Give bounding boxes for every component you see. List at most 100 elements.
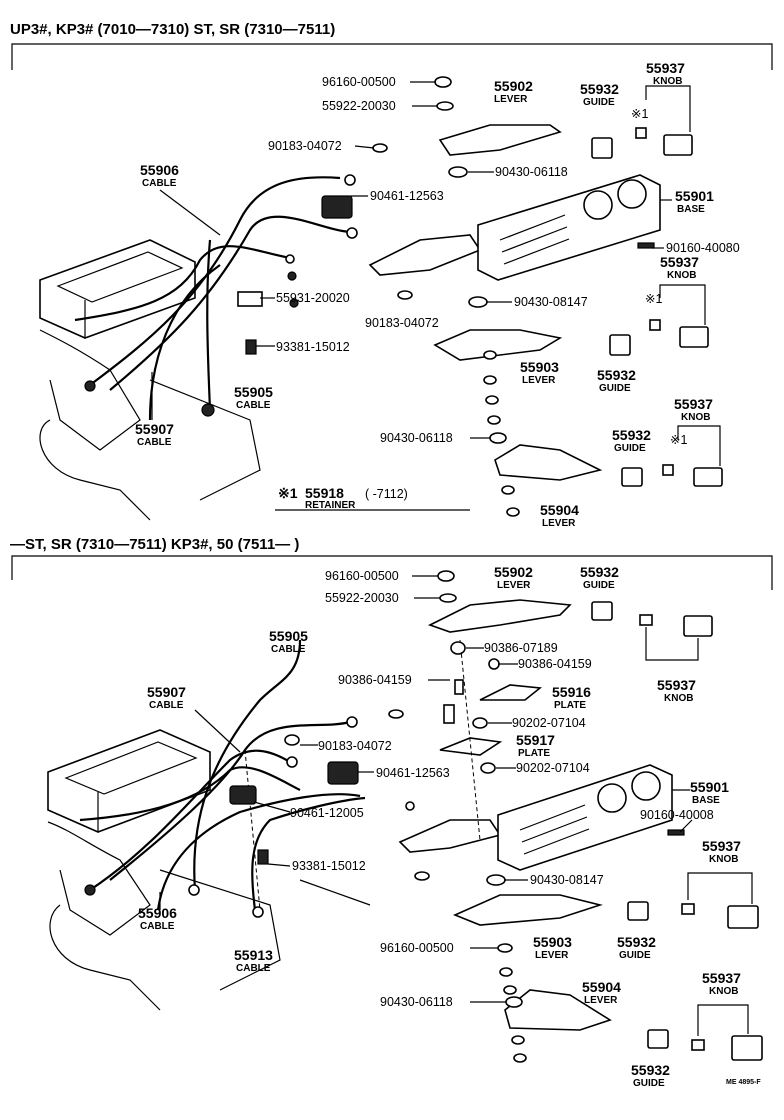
label-55937-sub: KNOB (667, 270, 696, 281)
label-55937: 55937 (657, 677, 696, 693)
label-55932: 55932 (597, 367, 636, 383)
label-55917-sub: PLATE (518, 748, 550, 759)
label-55937-sub: KNOB (709, 986, 738, 997)
label-55907-sub: CABLE (149, 700, 184, 711)
label-55904-sub: LEVER (542, 518, 576, 529)
label-star1: ※1 (631, 107, 648, 121)
labels-2: 96160-00500 55922-20030 55902 LEVER 5593… (138, 564, 741, 1089)
label-55902-sub: LEVER (494, 94, 528, 105)
label-55906-sub: CABLE (140, 921, 175, 932)
label-55906: 55906 (140, 162, 179, 178)
label-55904: 55904 (582, 979, 621, 995)
heater-unit-2 (47, 729, 371, 1011)
label-55932-sub: GUIDE (583, 580, 615, 591)
label-55913-sub: CABLE (236, 963, 271, 974)
retainer-note-range: ( -7112) (365, 487, 408, 501)
section-2-bracket (11, 555, 773, 590)
section-1: UP3#, KP3# (7010—7310) ST, SR (7310—7511… (10, 21, 773, 529)
label-55932-sub: GUIDE (599, 383, 631, 394)
label-55904-sub: LEVER (584, 995, 618, 1006)
label-90386-07189: 90386-07189 (484, 641, 558, 655)
retainer-note-mark: ※1 (278, 485, 298, 501)
label-55932-sub: GUIDE (583, 97, 615, 108)
label-96160-00500: 96160-00500 (325, 569, 399, 583)
label-90202-07104: 90202-07104 (512, 716, 586, 730)
clamps-1 (237, 195, 353, 355)
section-2-header: —ST, SR (7310—7511) KP3#, 50 (7511— ) (10, 536, 299, 553)
cables-1 (74, 174, 358, 421)
label-55901: 55901 (690, 779, 729, 795)
label-55937-sub: KNOB (681, 412, 710, 423)
label-55932: 55932 (617, 934, 656, 950)
levers-plates-2 (398, 599, 612, 1031)
retainer-note-part: 55918 (305, 485, 344, 501)
label-55905-sub: CABLE (271, 644, 306, 655)
label-90430-06118: 90430-06118 (495, 165, 568, 179)
label-90461-12563: 90461-12563 (370, 189, 444, 203)
section-2: —ST, SR (7310—7511) KP3#, 50 (7511— ) (10, 536, 773, 1089)
leaders-2 (159, 575, 693, 1003)
label-96160-00500: 96160-00500 (322, 75, 396, 89)
label-55904: 55904 (540, 502, 579, 518)
label-90202-07104: 90202-07104 (516, 761, 590, 775)
label-55937-sub: KNOB (653, 76, 682, 87)
label-55907: 55907 (147, 684, 186, 700)
label-55901: 55901 (675, 188, 714, 204)
label-55903: 55903 (533, 934, 572, 950)
label-55937: 55937 (702, 970, 741, 986)
section-1-header: UP3#, KP3# (7010—7310) ST, SR (7310—7511… (10, 21, 335, 38)
label-55903-sub: LEVER (522, 375, 556, 386)
label-55937: 55937 (702, 838, 741, 854)
cables-2 (79, 639, 415, 918)
label-55937-sub: KNOB (709, 854, 738, 865)
label-90160-40008: 90160-40008 (640, 808, 714, 822)
label-55902: 55902 (494, 78, 533, 94)
label-55932: 55932 (580, 564, 619, 580)
label-55905-sub: CABLE (236, 400, 271, 411)
label-90430-08147: 90430-08147 (514, 295, 588, 309)
label-90461-12005: 90461-12005 (290, 806, 364, 820)
label-90183-04072: 90183-04072 (268, 139, 342, 153)
label-55917: 55917 (516, 732, 555, 748)
washers-2 (414, 570, 685, 1063)
base-1 (477, 174, 661, 281)
heater-unit-1 (39, 239, 261, 521)
label-55937: 55937 (646, 60, 685, 76)
label-55905: 55905 (269, 628, 308, 644)
label-55903-sub: LEVER (535, 950, 569, 961)
label-55906-sub: CABLE (142, 178, 177, 189)
retainer-note-sub: RETAINER (305, 500, 356, 511)
label-55931-20020: 55931-20020 (276, 291, 350, 305)
clamps-2 (229, 709, 404, 865)
knobs-guides-2 (591, 601, 763, 1061)
label-55932: 55932 (612, 427, 651, 443)
label-55937-sub: KNOB (664, 693, 693, 704)
label-90461-12563: 90461-12563 (376, 766, 450, 780)
base-2 (497, 764, 673, 871)
label-55922-20030: 55922-20030 (322, 99, 396, 113)
label-55932-sub: GUIDE (633, 1078, 665, 1089)
label-90386-04159: 90386-04159 (338, 673, 412, 687)
label-55903: 55903 (520, 359, 559, 375)
label-55932-sub: GUIDE (614, 443, 646, 454)
label-55932-sub: GUIDE (619, 950, 651, 961)
label-55907: 55907 (135, 421, 174, 437)
labels-1: 96160-00500 55922-20030 55902 LEVER 5593… (135, 60, 740, 529)
label-55916-sub: PLATE (554, 700, 586, 711)
label-55913: 55913 (234, 947, 273, 963)
section-1-bracket (11, 43, 773, 70)
label-90160-40080: 90160-40080 (666, 241, 740, 255)
leaders-1 (151, 81, 672, 511)
label-90430-06118: 90430-06118 (380, 995, 453, 1009)
knobs-guides-1 (591, 85, 723, 487)
label-96160-00500: 96160-00500 (380, 941, 454, 955)
levers-1 (368, 124, 603, 481)
label-90430-08147: 90430-08147 (530, 873, 604, 887)
label-star1: ※1 (670, 433, 687, 447)
label-55901-sub: BASE (677, 204, 705, 215)
label-55905: 55905 (234, 384, 273, 400)
label-55907-sub: CABLE (137, 437, 172, 448)
label-55916: 55916 (552, 684, 591, 700)
label-93381-15012: 93381-15012 (292, 859, 366, 873)
